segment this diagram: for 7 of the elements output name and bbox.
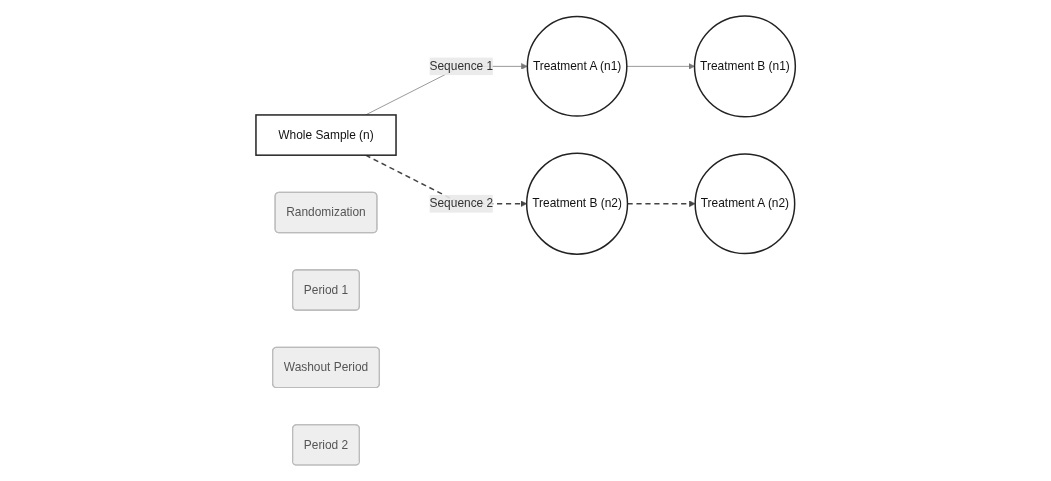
node-circle: Treatment A (n1)	[526, 15, 628, 117]
node-circle: Treatment B (n1)	[693, 15, 796, 118]
edge-label: Sequence 2	[429, 197, 493, 210]
edge-label: Sequence 1	[429, 59, 493, 73]
node-circle: Treatment B (n2)	[525, 152, 629, 255]
node-circle: Treatment A (n2)	[694, 153, 796, 255]
node-box: Whole Sample (n)	[255, 114, 397, 156]
